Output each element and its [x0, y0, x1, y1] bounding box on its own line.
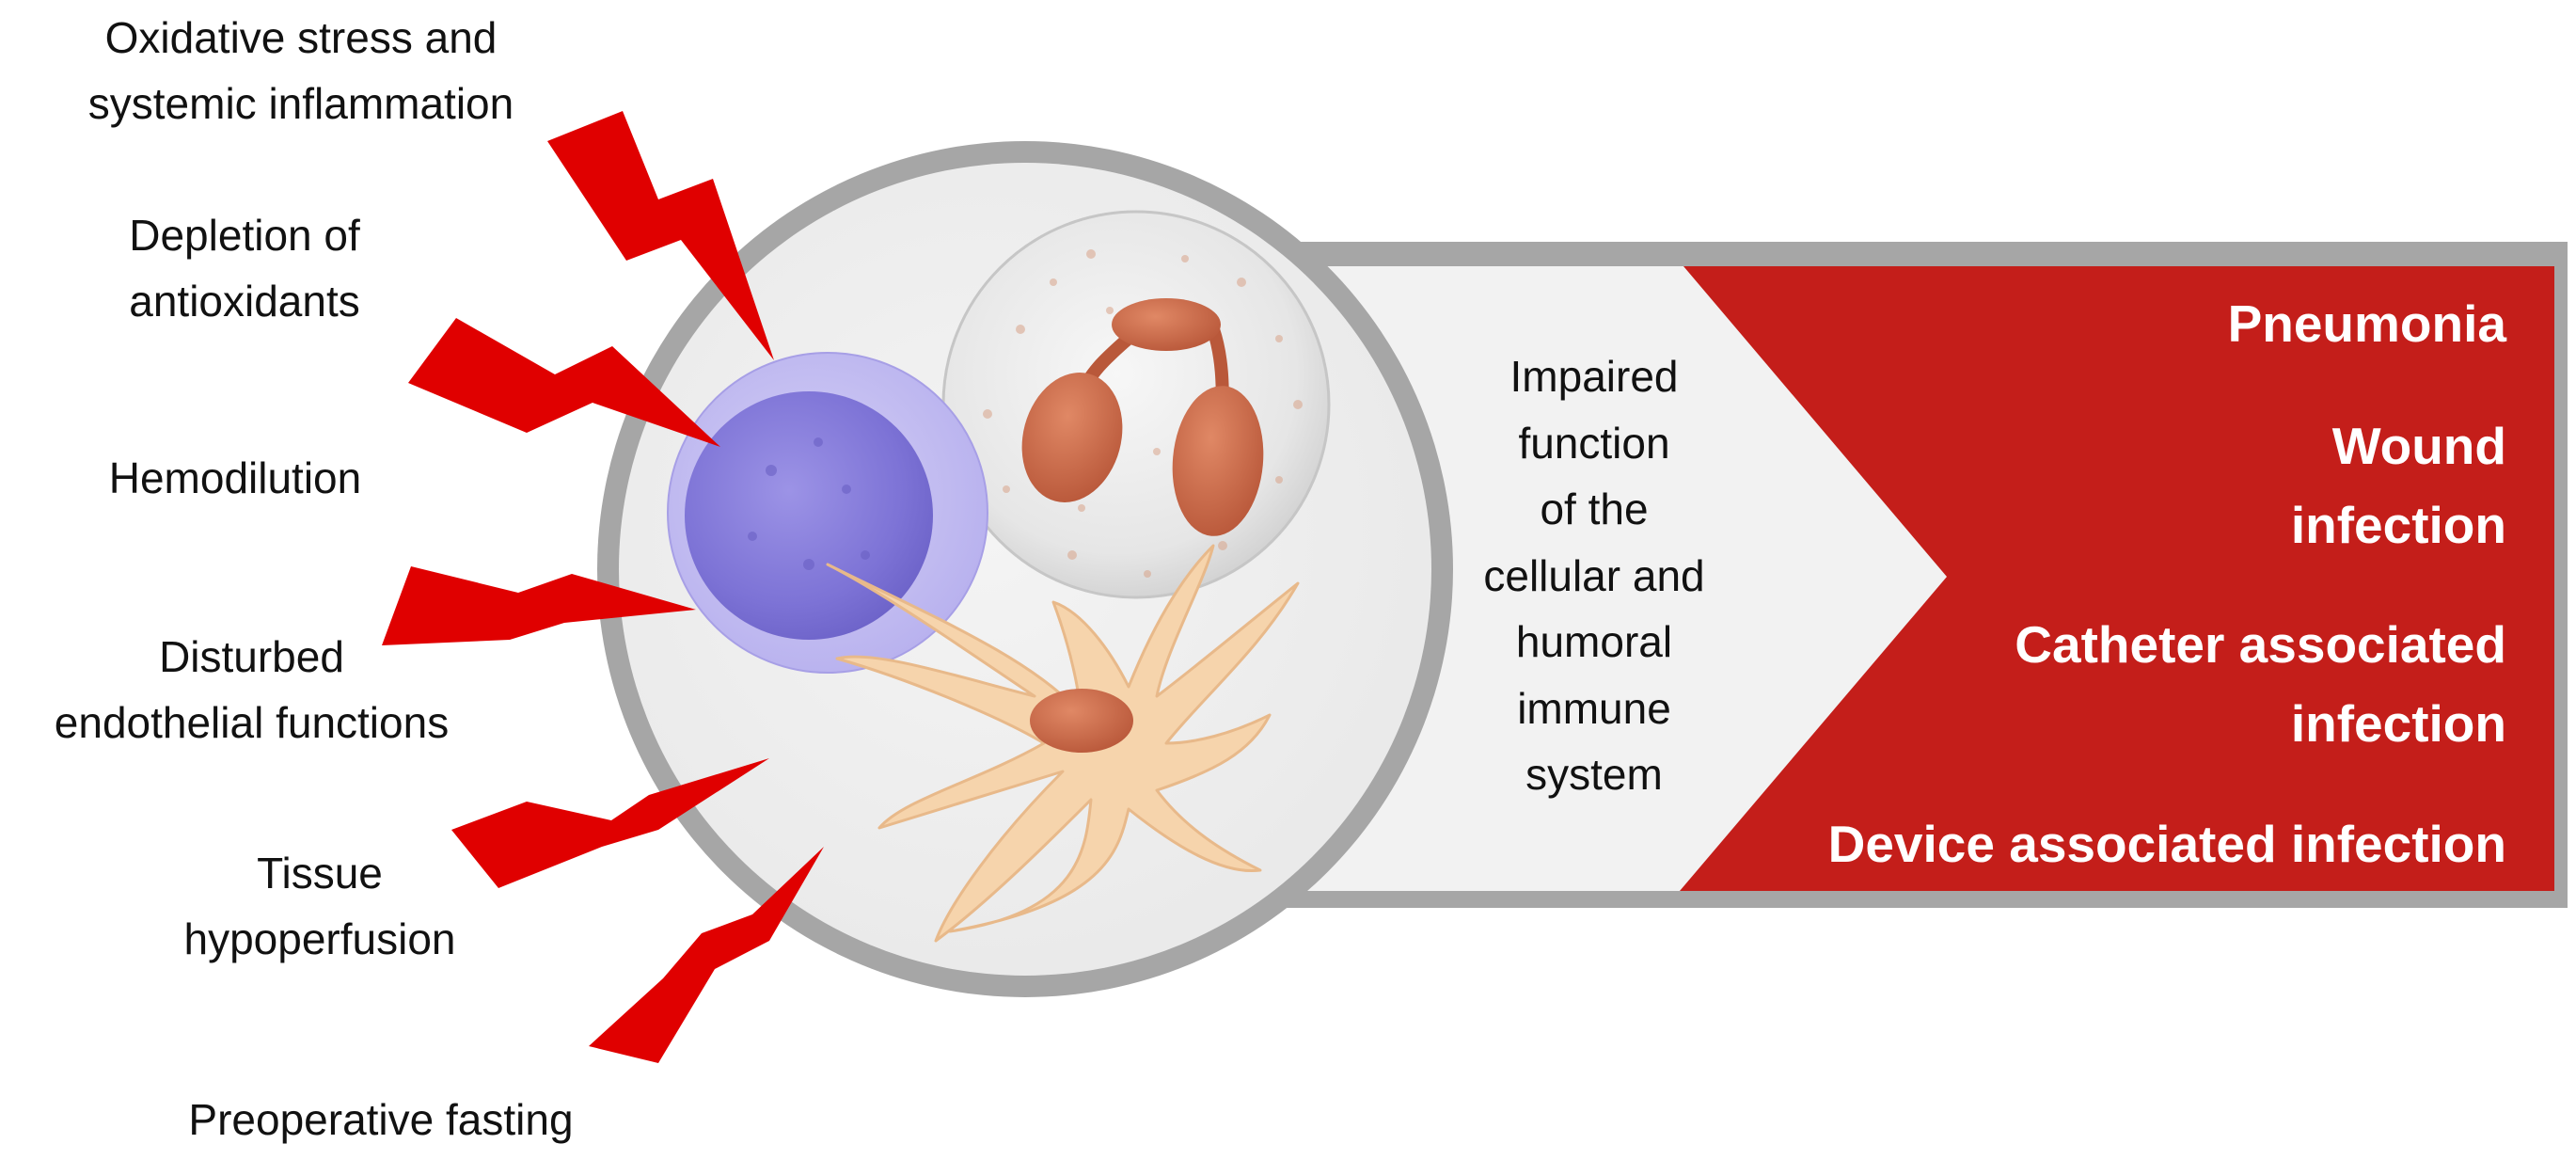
- risk-factor-line: hypoperfusion: [183, 914, 456, 963]
- risk-factor-line: Disturbed: [159, 632, 344, 681]
- risk-factor-line: endothelial functions: [54, 698, 450, 747]
- risk-factor-hemodilution: Hemodilution: [66, 445, 404, 511]
- outcome-line: Catheter associated: [2015, 615, 2506, 674]
- center-text-line: cellular and: [1483, 550, 1705, 600]
- center-text-line: of the: [1540, 485, 1649, 533]
- dendritic-nucleus: [1030, 689, 1133, 753]
- risk-factor-line: systemic inflammation: [87, 79, 514, 128]
- risk-factor-line: antioxidants: [129, 277, 360, 326]
- lightning-bolt-icon: [382, 566, 696, 645]
- outcome-device-infection: Device associated infection: [1828, 804, 2506, 883]
- risk-factor-line: Hemodilution: [108, 453, 362, 502]
- center-text-line: system: [1525, 750, 1663, 799]
- center-text-line: function: [1518, 418, 1670, 468]
- center-text-line: Impaired: [1509, 352, 1679, 401]
- lightning-bolt-icon: [451, 758, 769, 888]
- risk-factor-line: Depletion of: [129, 211, 360, 260]
- lightning-bolt-icon: [589, 847, 824, 1063]
- outcome-line: infection: [2290, 694, 2506, 753]
- outcome-line: infection: [2290, 496, 2506, 554]
- risk-factor-hypoperfusion: Tissue hypoperfusion: [132, 840, 508, 972]
- risk-factor-endothelial: Disturbed endothelial functions: [5, 624, 498, 755]
- risk-factor-line: Oxidative stress and: [104, 13, 498, 62]
- lightning-bolts: [382, 111, 824, 1063]
- center-text-line: humoral: [1515, 617, 1673, 666]
- risk-factor-antioxidant-depletion: Depletion of antioxidants: [66, 202, 423, 334]
- impaired-function-text: Impaired function of the cellular and hu…: [1462, 343, 1726, 808]
- outcome-line: Device associated infection: [1827, 815, 2506, 873]
- outcome-red-block: [1680, 266, 2554, 891]
- risk-factor-line: Tissue: [257, 849, 383, 898]
- outcome-line: Pneumonia: [2227, 294, 2506, 353]
- center-text-line: immune: [1517, 683, 1671, 733]
- dendritic-cell-icon: [826, 544, 1300, 943]
- outcome-pneumonia: Pneumonia: [2228, 284, 2506, 363]
- lightning-bolt-icon: [547, 111, 774, 360]
- neutrophil-icon: [941, 210, 1331, 599]
- outcome-wound-infection: Wound infection: [2291, 406, 2506, 564]
- outcome-catheter-infection: Catheter associated infection: [2015, 605, 2506, 763]
- outcome-line: Wound: [2331, 417, 2506, 475]
- risk-factor-fasting: Preoperative fasting: [141, 1087, 621, 1152]
- risk-factor-oxidative-stress: Oxidative stress and systemic inflammati…: [28, 5, 574, 136]
- outcome-arrow-panel: [1279, 242, 2568, 908]
- lightning-bolt-icon: [408, 318, 720, 447]
- lymphocyte-icon: [667, 352, 988, 674]
- risk-factor-line: Preoperative fasting: [188, 1095, 574, 1144]
